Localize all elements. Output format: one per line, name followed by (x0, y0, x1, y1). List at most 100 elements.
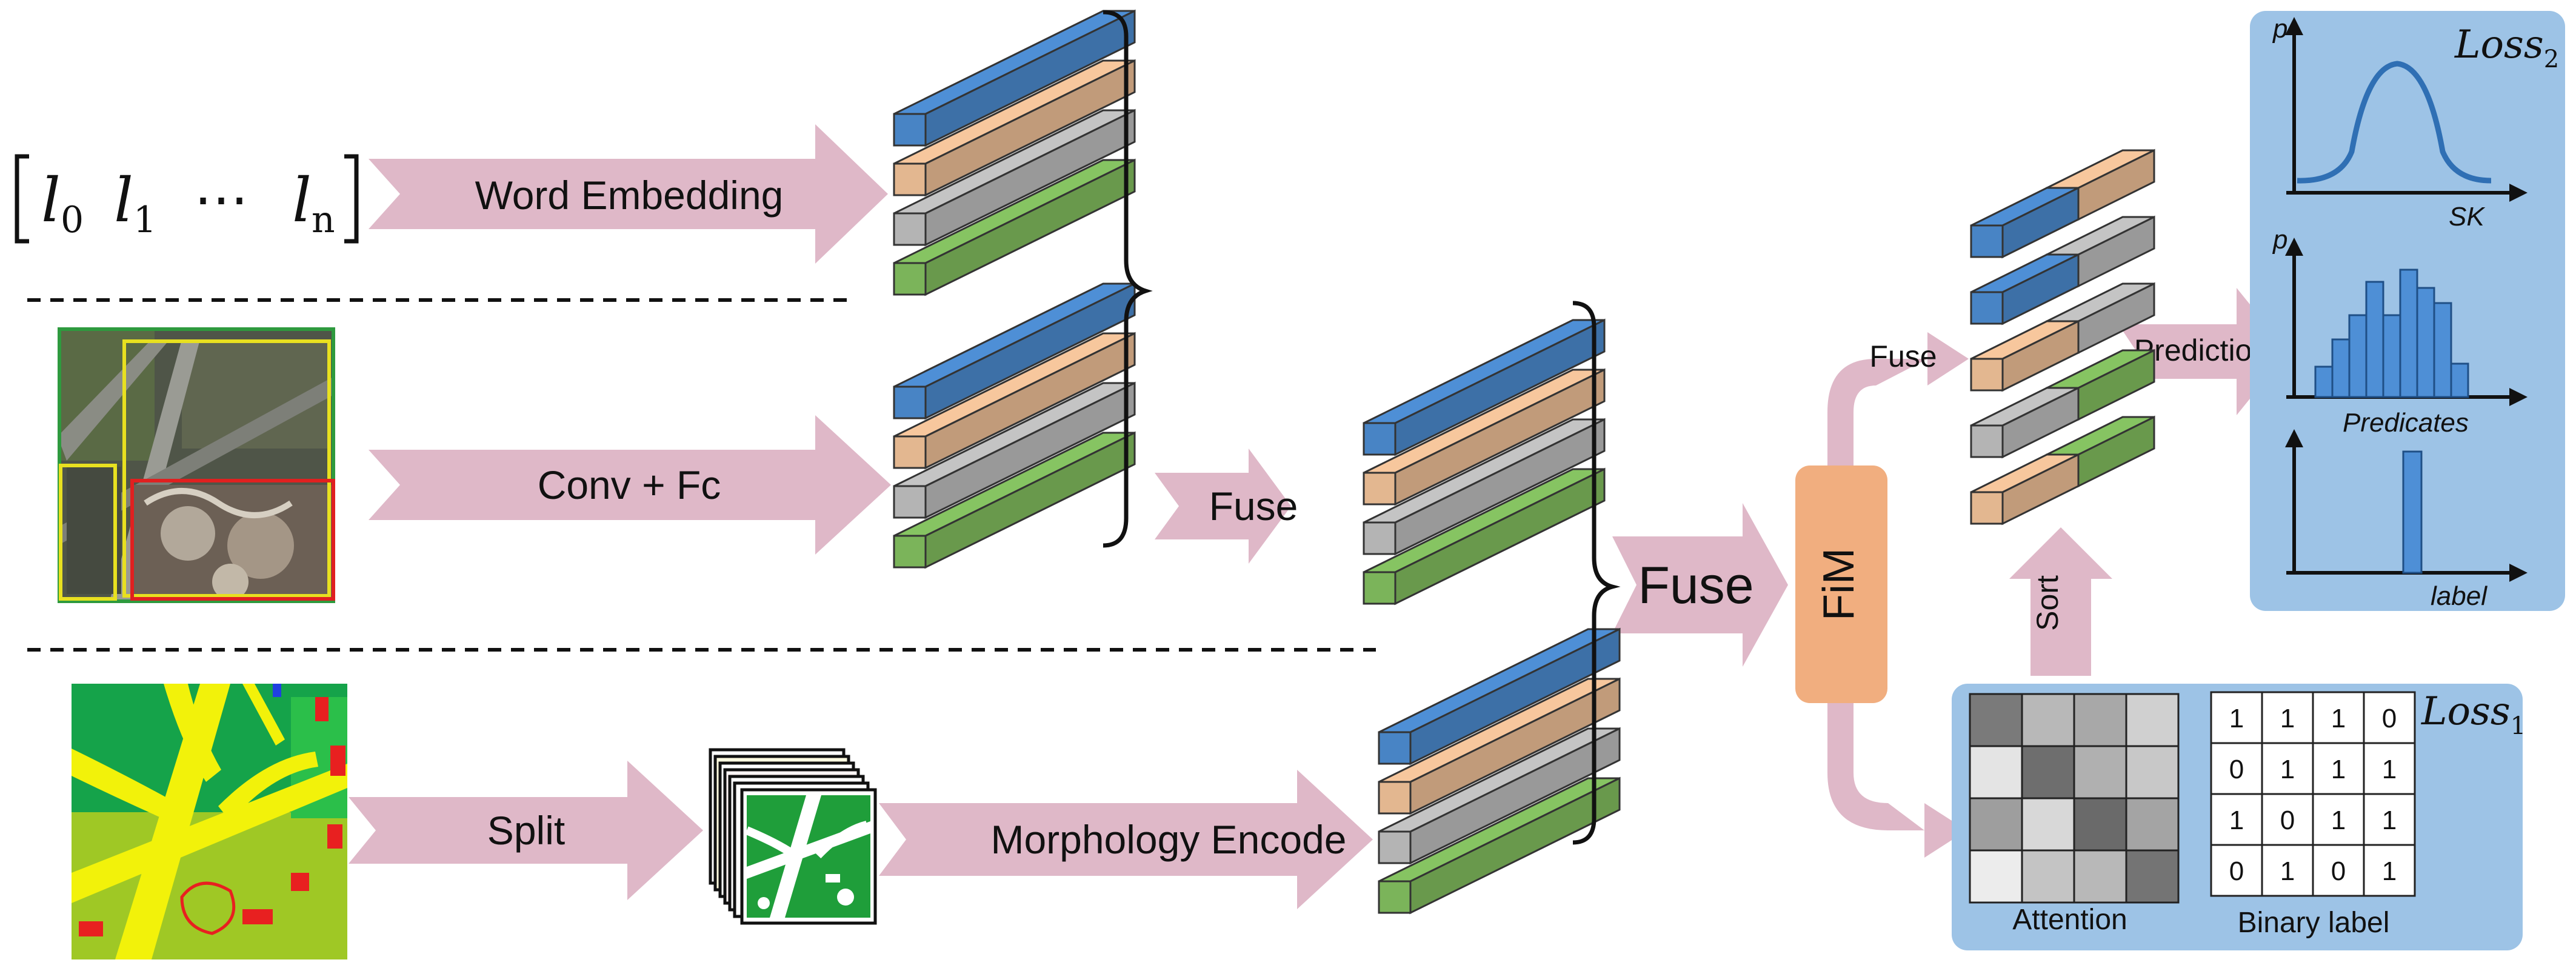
attention-cell (2125, 693, 2180, 747)
attention-cell (2125, 849, 2180, 904)
feature-bars-layer (893, 9, 2155, 915)
attention-cell (2073, 849, 2127, 904)
chart-predicates-xlabel: Predicates (2343, 408, 2469, 438)
loss2-label: Loss2 (2454, 22, 2559, 73)
feature-bar-blue (893, 282, 1136, 420)
feature-bar-green (893, 158, 1136, 296)
binary-cell-value: 0 (2229, 856, 2244, 886)
attention-cell (2073, 797, 2127, 852)
pair-bar-left (1970, 253, 2080, 325)
pair-bar-left (1970, 386, 2080, 459)
hist-bar (2365, 281, 2384, 398)
feature-bar-green (893, 431, 1136, 569)
pair-bar-left (1970, 186, 2080, 259)
binary-cell (2261, 844, 2314, 897)
stack-image-features (893, 282, 1136, 569)
loss2-panel: Loss2 p SK (2250, 11, 2565, 611)
pair-bar-left (1970, 319, 2080, 392)
segmentation-map (72, 684, 347, 959)
label-fuse-big: Fuse (1638, 556, 1753, 615)
binary-cell-value: 1 (2382, 755, 2397, 784)
word-token-n-sub: n (312, 199, 335, 241)
attention-cell (2021, 693, 2075, 747)
word-token-1: l (114, 165, 133, 236)
chart-predicates-histogram: p Predicates (2272, 225, 2528, 438)
binary-cell-value: 1 (2382, 806, 2397, 835)
binary-cell (2210, 844, 2263, 897)
stack-pair-features (1970, 148, 2155, 526)
chart-label-xlabel: label (2431, 581, 2488, 611)
svg-text:ln: ln (292, 165, 335, 241)
hist-bar (2416, 287, 2435, 398)
fim-label: FiM (1815, 548, 1863, 621)
arrow-split (349, 761, 703, 900)
feature-bar-gray (893, 108, 1136, 247)
fim-module (1795, 465, 1887, 703)
attention-cell (2021, 849, 2075, 904)
attention-cell (2125, 745, 2180, 799)
arrow-prediction (2118, 288, 2288, 415)
word-token-0-sub: 0 (61, 199, 84, 241)
attention-cell (2021, 745, 2075, 799)
feature-bar-blue (1363, 318, 1606, 456)
brace-level1 (1103, 10, 1153, 548)
svg-text:l1: l1 (114, 165, 156, 241)
binary-cell-value: 1 (2331, 806, 2346, 835)
arrow-fuse-big (1612, 503, 1788, 667)
bbox-yellow-large (122, 339, 331, 598)
attention-cell (1969, 745, 2023, 799)
feature-bar-gray (1378, 727, 1621, 865)
bbox-yellow-small (59, 464, 117, 601)
stack-fused-features (1363, 318, 1606, 606)
hist-bar (2314, 365, 2334, 398)
binary-cell-value: 1 (2229, 806, 2244, 835)
binary-cell-value: 0 (2382, 704, 2397, 733)
attention-cell (2021, 797, 2075, 852)
word-token-1-sub: 1 (133, 199, 156, 241)
binary-cell (2312, 691, 2365, 744)
hist-bar (2433, 302, 2452, 398)
feature-bar-green (1378, 776, 1621, 915)
attention-cell (2073, 693, 2127, 747)
hist-bar (2382, 314, 2401, 398)
binary-cell (2312, 793, 2365, 846)
hist-bar (2450, 362, 2469, 398)
binary-cell (2363, 793, 2416, 846)
feature-bar-orange (893, 332, 1136, 470)
hist-bar (2348, 314, 2367, 398)
binary-cell-value: 1 (2382, 856, 2397, 886)
binary-cell (2210, 793, 2263, 846)
chart-label-onehot: label (2285, 429, 2528, 611)
binary-cell-value: 1 (2280, 856, 2295, 886)
hist-bar (2399, 269, 2418, 398)
loss1-label: Loss1 (2421, 689, 2526, 740)
stack-word-features (893, 9, 1136, 296)
binary-cell (2312, 844, 2365, 897)
arrow-conv-fc (369, 415, 891, 555)
chart-sk-xlabel: SK (2449, 202, 2485, 232)
binary-cell-value: 1 (2331, 755, 2346, 784)
hist-bar (2331, 338, 2351, 398)
feature-bar-orange (1363, 368, 1606, 506)
binary-cell-value: 0 (2229, 755, 2244, 784)
label-fuse-small: Fuse (1209, 484, 1298, 529)
attention-cell (2125, 797, 2180, 852)
arrow-fim-to-fuse (1827, 332, 1969, 467)
word-token-0: l (41, 165, 61, 236)
chart-sk-distribution: p SK (2272, 14, 2528, 232)
binary-cell-value: 0 (2331, 856, 2346, 886)
brace-level2 (1572, 301, 1621, 845)
feature-bar-blue (893, 9, 1136, 147)
arrow-fuse-small (1155, 449, 1291, 564)
attention-cell (1969, 849, 2023, 904)
binary-cell (2363, 844, 2416, 897)
label-sort: Sort (2030, 575, 2064, 631)
bbox-red (130, 479, 335, 601)
chart-predicates-ylabel: p (2272, 225, 2287, 255)
binary-cell (2261, 691, 2314, 744)
label-prediction: Prediction (2134, 333, 2269, 367)
label-fuse-top: Fuse (1869, 339, 1937, 373)
